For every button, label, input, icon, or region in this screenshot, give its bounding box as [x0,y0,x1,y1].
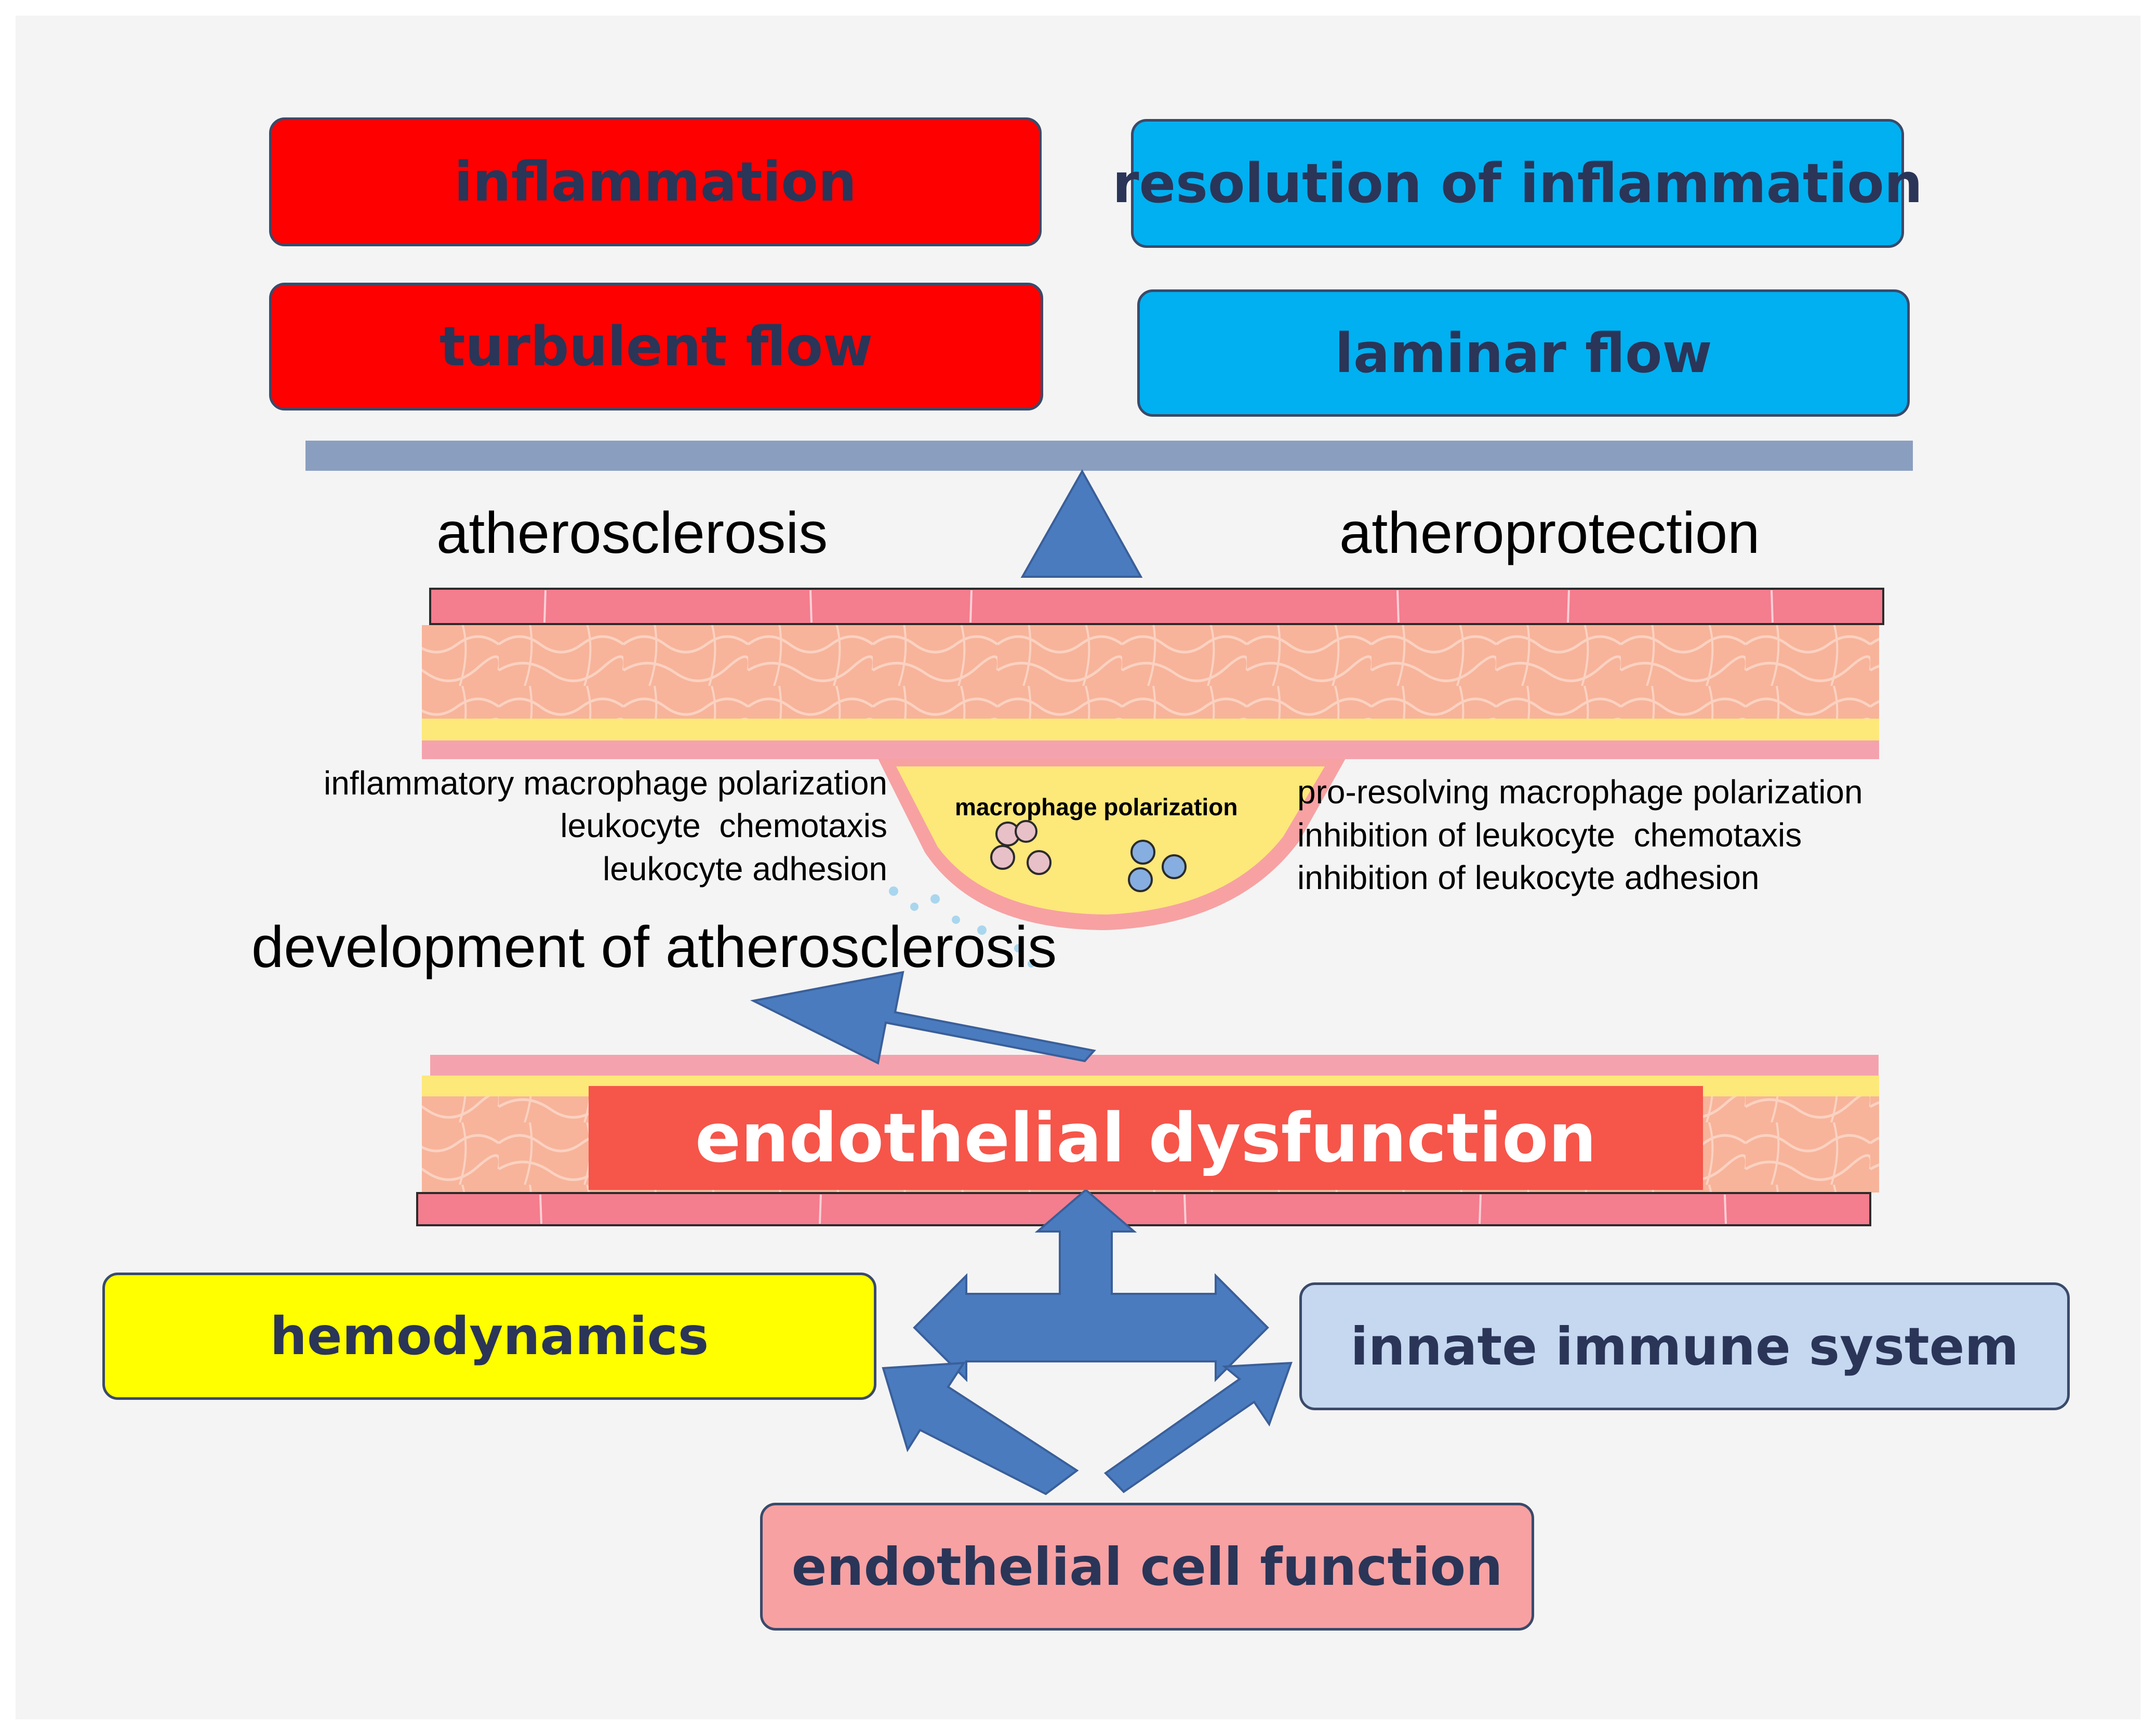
atheroprotection-label: atheroprotection [1339,500,1760,565]
arrow-to-innate-immune [1103,1361,1293,1493]
upper-vessel-wall [422,588,1884,759]
balance-fulcrum [1020,469,1143,578]
left-process-2: leukocyte chemotaxis [560,807,887,844]
resolution-of-inflammation-label: resolution of inflammation [1112,152,1923,215]
macrophage-polarization-label: macrophage polarization [955,793,1238,820]
hemodynamics-label: hemodynamics [270,1306,709,1367]
right-process-3: inhibition of leukocyte adhesion [1297,859,1760,896]
left-process-3: leukocyte adhesion [603,850,887,888]
plaque [878,759,1346,968]
turbulent-flow-box: turbulent flow [269,283,1043,410]
right-process-2: inhibition of leukocyte chemotaxis [1297,816,1802,854]
endothelial-cell-function-label: endothelial cell function [791,1536,1503,1597]
resolution-of-inflammation-box: resolution of inflammation [1112,119,1923,248]
three-way-arrow [913,1188,1269,1382]
atherosclerosis-label: atherosclerosis [436,500,828,565]
turbulent-flow-label: turbulent flow [439,315,873,378]
endothelial-cell-function-box: endothelial cell function [760,1503,1534,1631]
inflammation-label: inflammation [454,150,857,214]
inflammation-box: inflammation [269,117,1042,246]
arrow-to-hemodynamics [882,1361,1079,1495]
innate-immune-system-box: innate immune system [1299,1282,2070,1410]
arrow-to-development [750,971,1096,1065]
laminar-flow-box: laminar flow [1137,289,1910,417]
endothelial-dysfunction-band: endothelial dysfunction [589,1086,1703,1190]
left-process-1: inflammatory macrophage polarization [324,764,887,802]
innate-immune-system-label: innate immune system [1350,1316,2019,1377]
laminar-flow-label: laminar flow [1335,321,1712,385]
balance-beam [305,441,1913,471]
endothelial-dysfunction-label: endothelial dysfunction [695,1098,1597,1177]
development-of-atherosclerosis-label: development of atherosclerosis [251,915,1057,979]
right-process-1: pro-resolving macrophage polarization [1297,773,1863,811]
hemodynamics-box: hemodynamics [102,1273,876,1400]
